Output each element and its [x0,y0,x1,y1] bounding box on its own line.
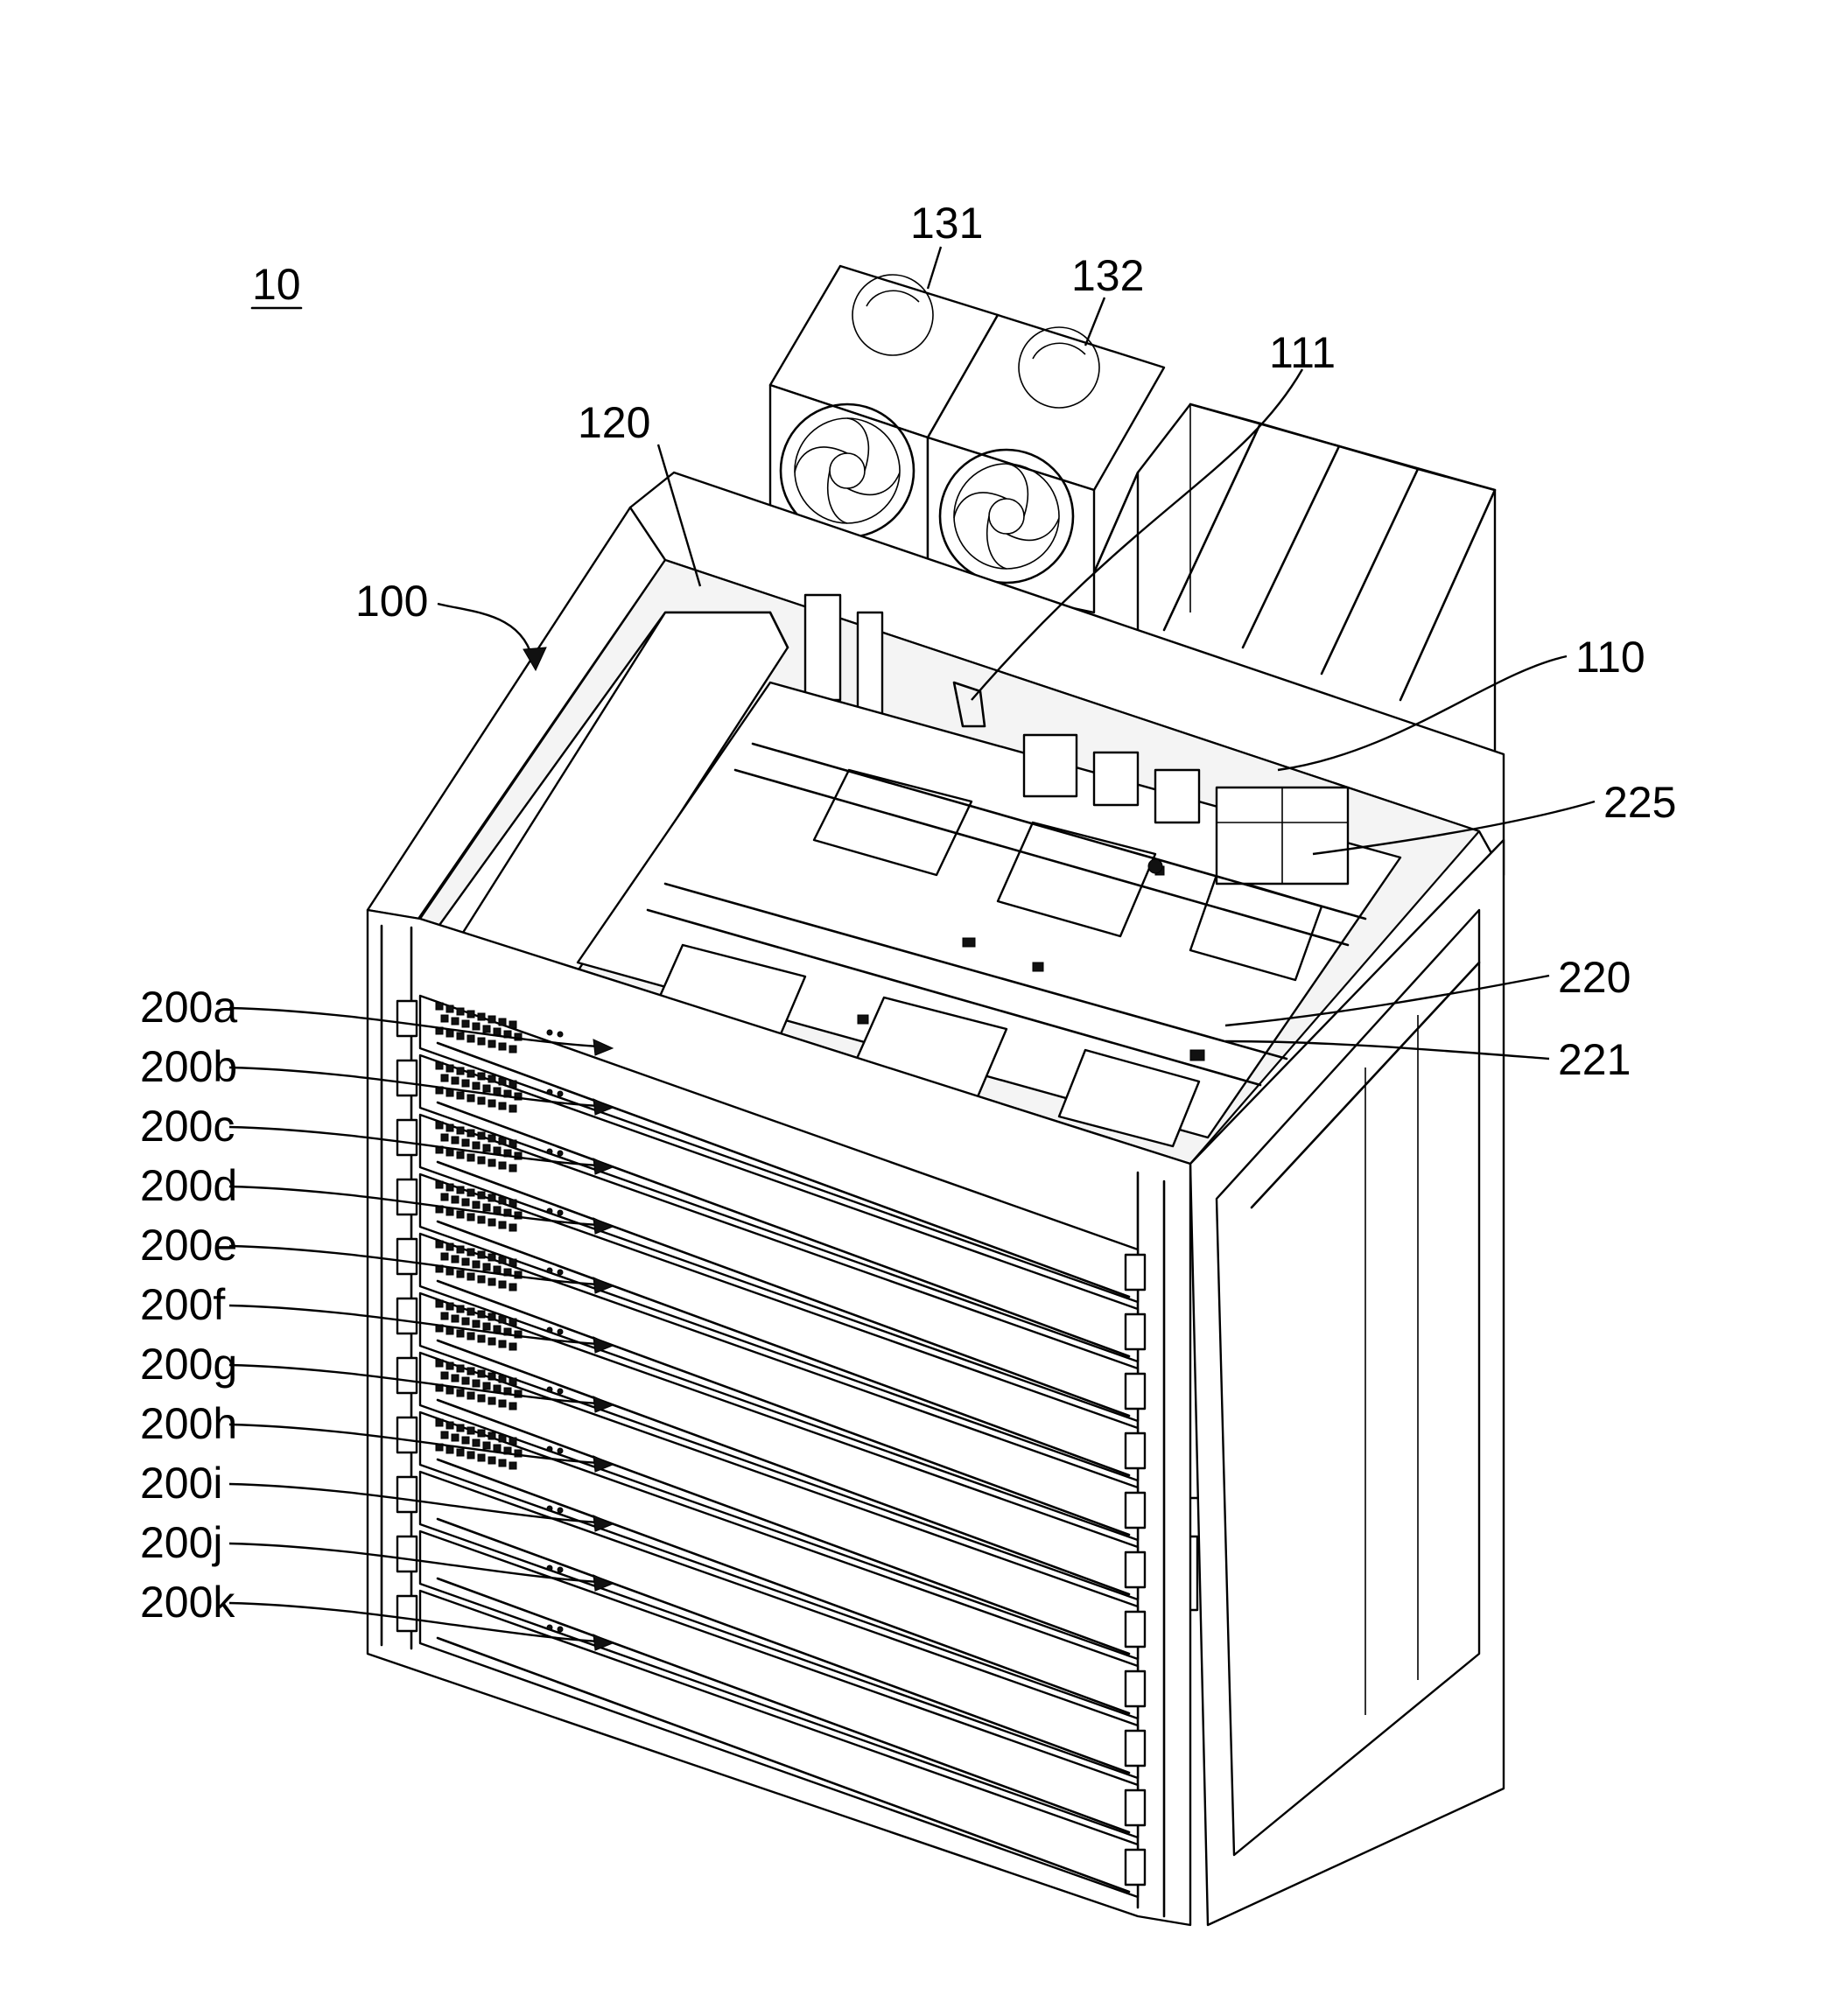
label-200i: 200i [140,1459,223,1508]
label-200a: 200a [140,983,237,1032]
label-200h: 200h [140,1399,237,1448]
label-200e: 200e [140,1221,237,1270]
label-110: 110 [1575,633,1645,682]
label-221: 221 [1558,1035,1631,1084]
label-132: 132 [1071,251,1144,300]
label-200c: 200c [140,1102,235,1151]
label-131: 131 [910,199,983,248]
label-200d: 200d [140,1161,237,1210]
leader-132 [1085,298,1105,346]
label-111: 111 [1269,328,1336,377]
label-100: 100 [355,577,428,626]
label-200k: 200k [140,1578,235,1627]
label-220: 220 [1558,953,1631,1002]
leader-100 [438,604,534,665]
label-200g: 200g [140,1340,237,1389]
label-200b: 200b [140,1042,237,1091]
label-120: 120 [578,398,650,447]
label-225: 225 [1603,778,1676,827]
figure-ref-label: 10 [252,260,301,309]
leader-131 [928,247,941,289]
label-200j: 200j [140,1518,223,1567]
label-200f: 200f [140,1280,225,1329]
